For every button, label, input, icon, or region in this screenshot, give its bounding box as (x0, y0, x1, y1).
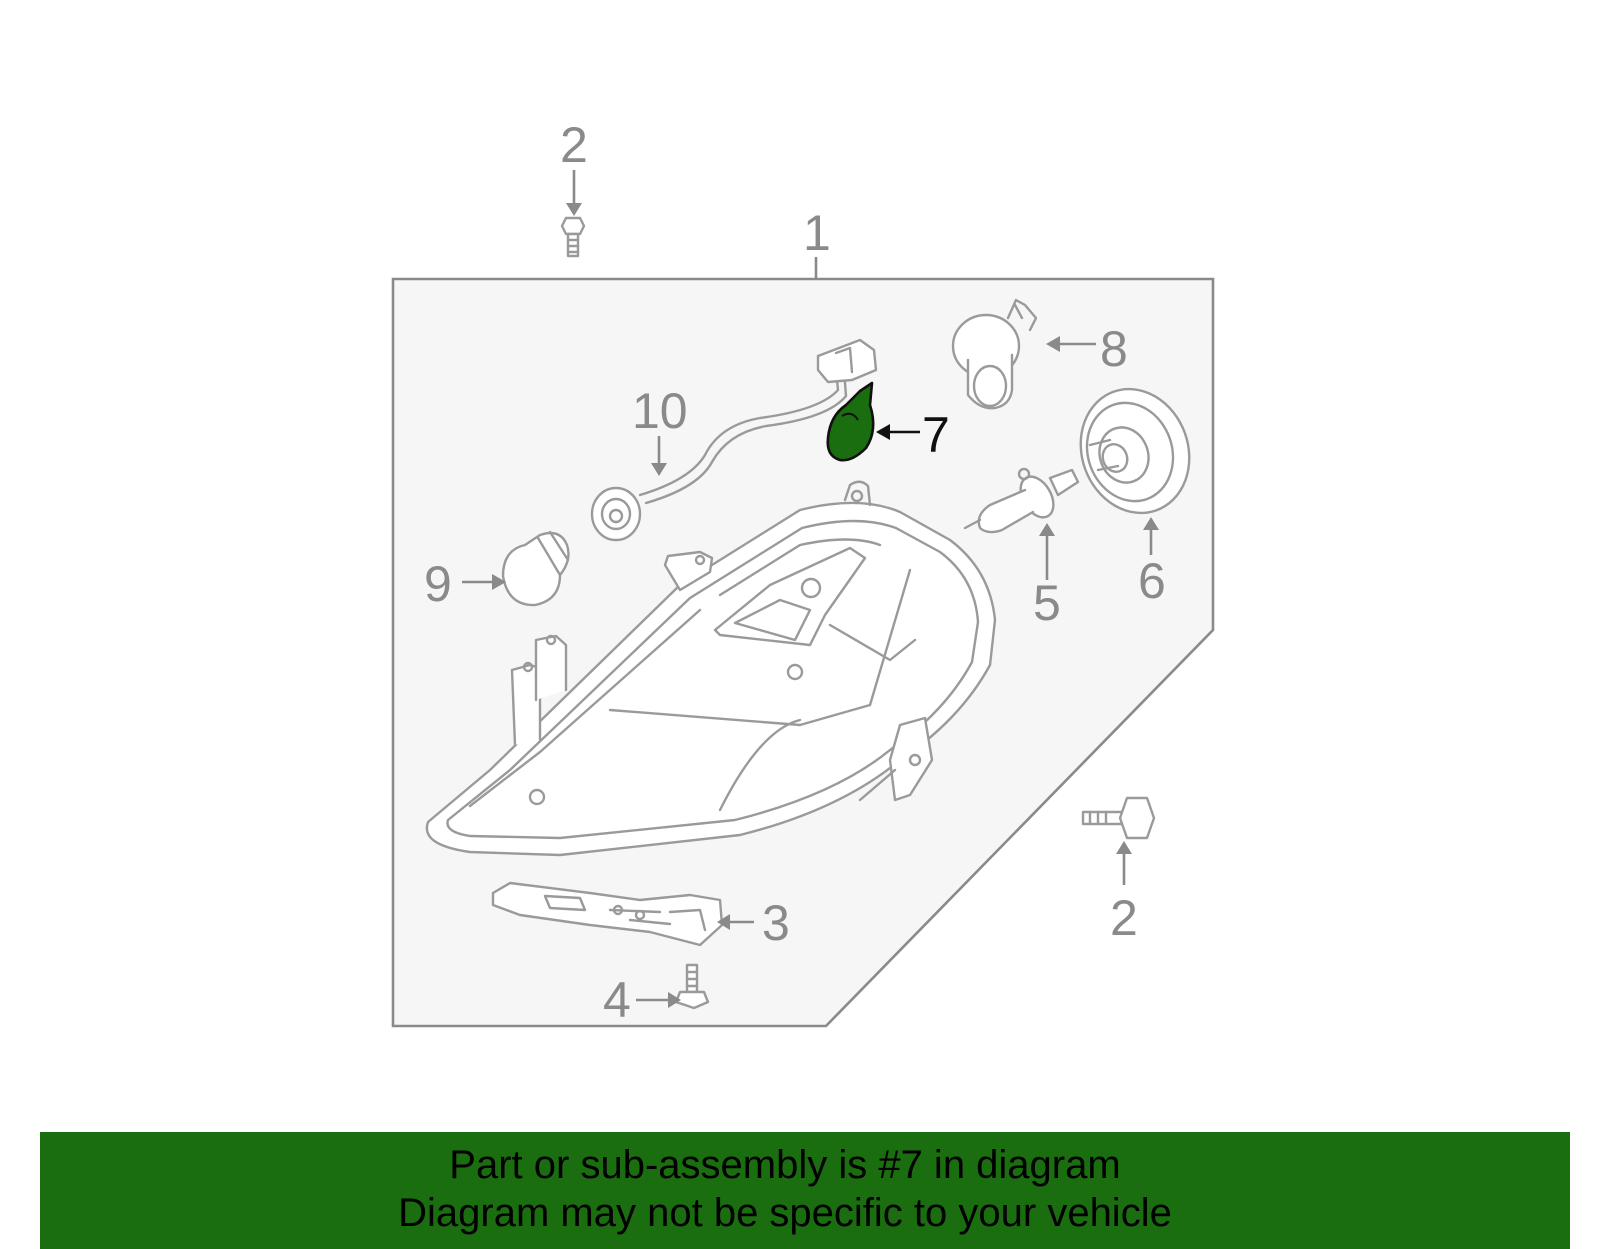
callout-2-right: 2 (1110, 890, 1138, 946)
part-10-socket-harness (590, 338, 878, 542)
part-5-bulb (963, 467, 1080, 534)
callout-7: 7 (922, 407, 950, 463)
part-6-cover-cap (1079, 387, 1191, 515)
info-banner: Part or sub-assembly is #7 in diagram Di… (40, 1132, 1570, 1249)
callout-2-top: 2 (560, 117, 588, 173)
part-2-bolt-top (560, 216, 586, 258)
headlamp-housing-drawing (425, 480, 997, 857)
part-4-screw (674, 963, 710, 1010)
callout-8: 8 (1100, 321, 1128, 377)
callout-4: 4 (603, 972, 631, 1028)
part-2-bolt-right (1081, 796, 1156, 840)
callout-3: 3 (762, 895, 790, 951)
part-9-bulb (501, 530, 570, 607)
part-3-bracket (491, 881, 724, 947)
callout-5: 5 (1033, 575, 1061, 631)
callout-9: 9 (424, 556, 452, 612)
leader-lines (462, 170, 1159, 1008)
part-8-bulb (951, 298, 1038, 410)
banner-line-1: Part or sub-assembly is #7 in diagram (449, 1143, 1121, 1187)
callout-6: 6 (1138, 553, 1166, 609)
banner-line-2: Diagram may not be specific to your vehi… (398, 1191, 1172, 1235)
callout-1: 1 (803, 205, 831, 261)
callout-10: 10 (632, 383, 688, 439)
part-7-highlighted-bulb (826, 381, 875, 462)
